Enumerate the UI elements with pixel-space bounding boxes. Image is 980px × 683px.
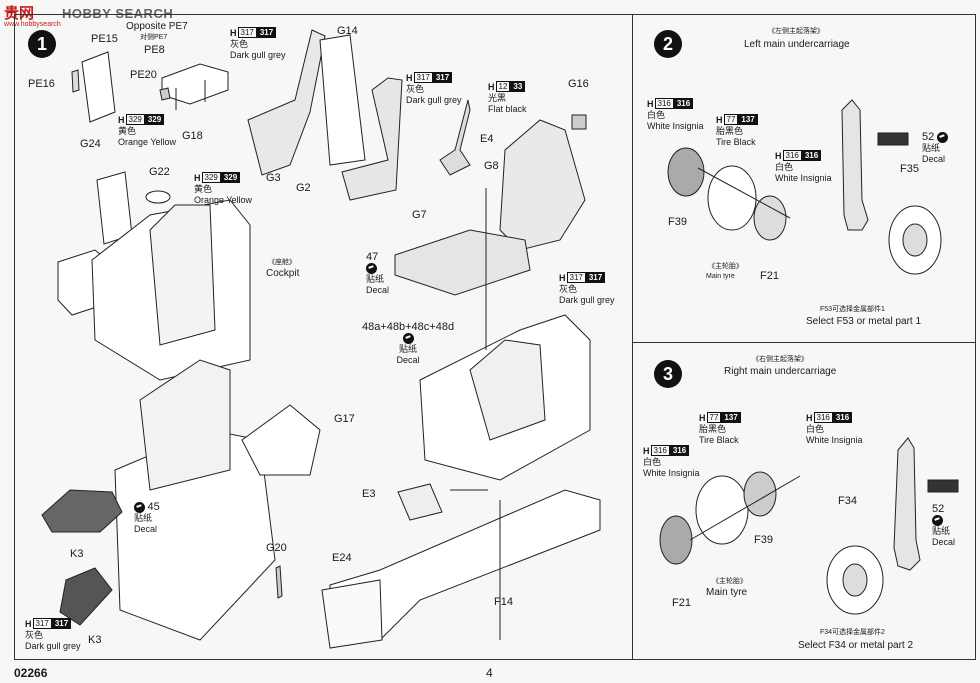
part-k3-bottom: K3 xyxy=(88,634,102,646)
part-pe15: PE15 xyxy=(91,33,118,45)
step2-title-cn: 《左侧主起落架》 xyxy=(768,28,824,35)
main-tyre-step2: Main tyre xyxy=(706,273,735,280)
note-cn-step2: F53可选择金属部件1 xyxy=(820,306,885,313)
part-f21-step2: F21 xyxy=(760,270,779,282)
step-1-badge: 1 xyxy=(28,30,56,58)
step3-title-cn: 《右侧主起落架》 xyxy=(752,356,808,363)
part-g20: G20 xyxy=(266,542,287,554)
step3-title: Right main undercarriage xyxy=(724,366,837,377)
decal-icon xyxy=(134,502,145,514)
part-pe8: PE8 xyxy=(144,44,165,56)
part-k3-top: K3 xyxy=(70,548,84,560)
part-f39-step3: F39 xyxy=(754,534,773,546)
step2-title: Left main undercarriage xyxy=(744,39,850,50)
part-pe20: PE20 xyxy=(130,69,157,81)
decal-icon xyxy=(366,263,377,275)
opposite-pe7-cn: 对侧PE7 xyxy=(140,34,168,41)
cockpit-title: Cockpit xyxy=(266,268,300,279)
part-g7: G7 xyxy=(412,209,427,221)
decal-icon xyxy=(932,515,943,527)
main-tyre-cn-step2: 《主轮胎》 xyxy=(708,263,743,270)
part-f21-step3: F21 xyxy=(672,597,691,609)
part-f34: F34 xyxy=(838,495,857,507)
part-e24: E24 xyxy=(332,552,352,564)
section-divider-horizontal xyxy=(632,342,976,343)
part-g8: G8 xyxy=(484,160,499,172)
decal-icon xyxy=(402,333,414,345)
watermark-url: www.hobbysearch xyxy=(4,21,61,28)
step-3-badge: 3 xyxy=(654,360,682,388)
main-tyre-step3: Main tyre xyxy=(706,587,748,598)
part-pe16: PE16 xyxy=(28,78,55,90)
part-g16: G16 xyxy=(568,78,589,90)
note-step3: Select F34 or metal part 2 xyxy=(798,640,914,651)
part-g2: G2 xyxy=(296,182,311,194)
part-g24: G24 xyxy=(80,138,101,150)
part-g17: G17 xyxy=(334,413,355,425)
decal-icon xyxy=(936,132,948,144)
part-g18: G18 xyxy=(182,130,203,142)
note-step2: Select F53 or metal part 1 xyxy=(806,316,922,327)
part-f14: F14 xyxy=(494,596,513,608)
watermark-brand: HOBBY SEARCH xyxy=(62,6,174,21)
part-e4: E4 xyxy=(480,133,494,145)
page-frame xyxy=(14,14,976,660)
watermark-logo: 贵网 xyxy=(4,5,35,22)
main-tyre-cn-step3: 《主轮胎》 xyxy=(712,578,747,585)
part-g3: G3 xyxy=(266,172,281,184)
part-g22: G22 xyxy=(149,166,170,178)
part-g14: G14 xyxy=(337,25,358,37)
step-2-badge: 2 xyxy=(654,30,682,58)
opposite-pe7-label: Opposite PE7 xyxy=(126,21,188,32)
note-cn-step3: F34可选择金属部件2 xyxy=(820,629,885,636)
kit-code: 02266 xyxy=(14,666,48,680)
cockpit-title-cn: 《座舱》 xyxy=(268,259,296,266)
section-divider-vertical xyxy=(632,14,633,660)
part-e3: E3 xyxy=(362,488,376,500)
part-f39-step2: F39 xyxy=(668,216,687,228)
part-f35: F35 xyxy=(900,163,919,175)
page-number: 4 xyxy=(486,666,493,680)
